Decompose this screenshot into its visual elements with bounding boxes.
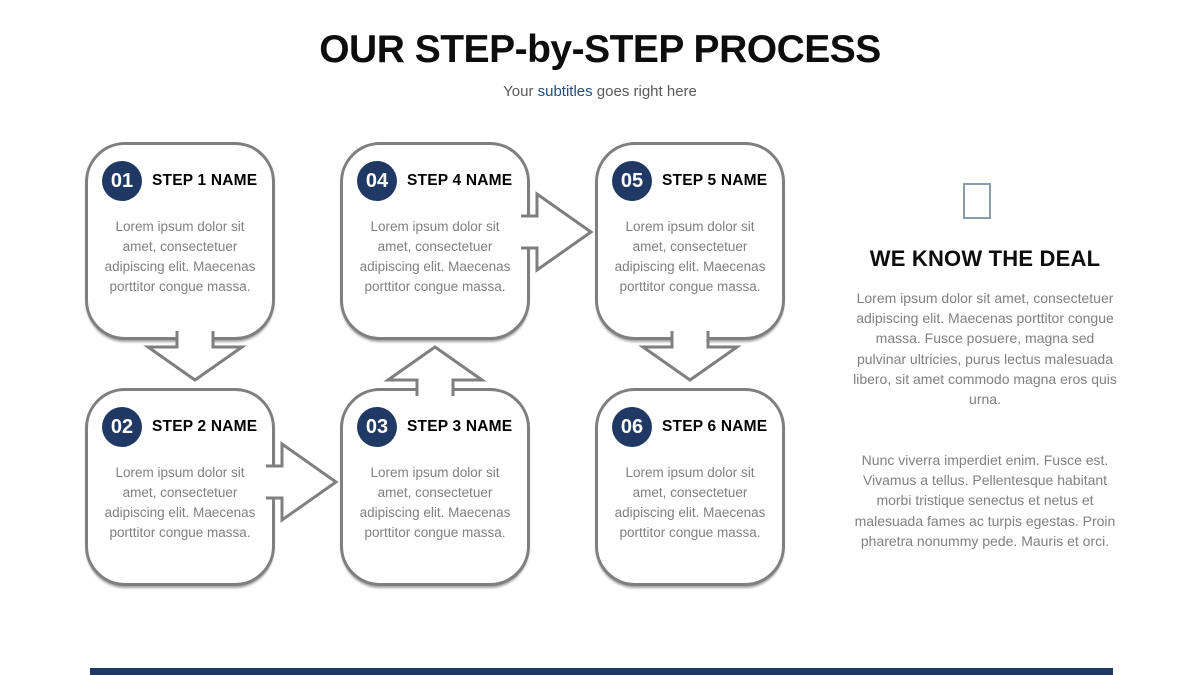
step-name: STEP 4 NAME: [407, 172, 513, 189]
step-number-badge: 03: [357, 407, 397, 447]
step-name: STEP 5 NAME: [662, 172, 768, 189]
step-name: STEP 3 NAME: [407, 418, 513, 435]
rectangle-placeholder-icon: [963, 183, 991, 219]
footer-accent-bar: [90, 668, 1113, 675]
step-number-badge: 04: [357, 161, 397, 201]
subtitle-highlight: subtitles: [537, 83, 593, 100]
step-number-badge: 02: [102, 407, 142, 447]
step-description: Lorem ipsum dolor sit amet, consectetuer…: [359, 465, 511, 540]
subtitle-suffix: goes right here: [592, 83, 697, 100]
step-number-badge: 06: [612, 407, 652, 447]
step-box-5: 05 STEP 5 NAME Lorem ipsum dolor sit ame…: [595, 142, 785, 340]
subtitle-prefix: Your: [503, 83, 538, 100]
side-panel-heading: WE KNOW THE DEAL: [869, 246, 1101, 271]
arrow-up-icon: [383, 345, 487, 396]
arrow-right-icon: [521, 191, 594, 273]
step-description: Lorem ipsum dolor sit amet, consectetuer…: [614, 219, 766, 294]
step-description: Lorem ipsum dolor sit amet, consectetuer…: [104, 465, 256, 540]
arrow-down-icon: [143, 331, 247, 382]
step-box-1: 01 STEP 1 NAME Lorem ipsum dolor sit ame…: [85, 142, 275, 340]
step-box-4: 04 STEP 4 NAME Lorem ipsum dolor sit ame…: [340, 142, 530, 340]
arrow-right-icon: [266, 441, 339, 523]
step-box-6: 06 STEP 6 NAME Lorem ipsum dolor sit ame…: [595, 388, 785, 586]
step-name: STEP 2 NAME: [152, 418, 258, 435]
step-description: Lorem ipsum dolor sit amet, consectetuer…: [104, 219, 256, 294]
page-title: OUR STEP-by-STEP PROCESS: [319, 28, 881, 71]
step-name: STEP 6 NAME: [662, 418, 768, 435]
arrow-down-icon: [638, 331, 742, 382]
side-panel-paragraph: Lorem ipsum dolor sit amet, consectetuer…: [853, 290, 1117, 408]
step-number-badge: 01: [102, 161, 142, 201]
step-box-3: 03 STEP 3 NAME Lorem ipsum dolor sit ame…: [340, 388, 530, 586]
step-name: STEP 1 NAME: [152, 172, 258, 189]
page-subtitle: Your subtitles goes right here: [0, 83, 1200, 100]
step-box-2: 02 STEP 2 NAME Lorem ipsum dolor sit ame…: [85, 388, 275, 586]
step-number-badge: 05: [612, 161, 652, 201]
step-description: Lorem ipsum dolor sit amet, consectetuer…: [359, 219, 511, 294]
side-panel-paragraph: Nunc viverra imperdiet enim. Fusce est. …: [854, 452, 1116, 549]
step-description: Lorem ipsum dolor sit amet, consectetuer…: [614, 465, 766, 540]
